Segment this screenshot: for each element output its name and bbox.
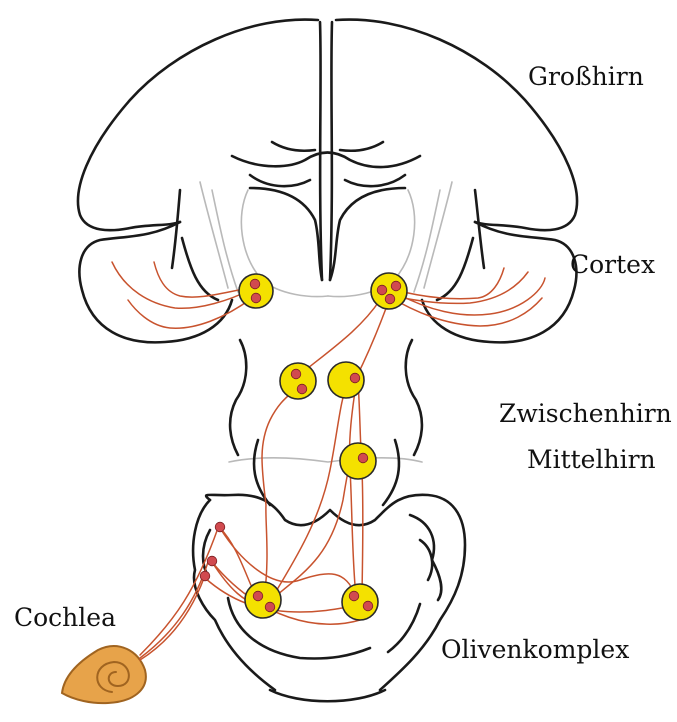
label-olivenkomplex: Olivenkomplex	[441, 637, 629, 662]
label-mittelhirn: Mittelhirn	[527, 447, 656, 472]
neuron-dot	[349, 591, 359, 601]
neuron-dot	[391, 281, 401, 291]
neuron-dot	[377, 285, 387, 295]
midbrain-outline	[230, 340, 422, 505]
nuclei	[239, 273, 407, 620]
nucleus-zwischenhirn-left	[280, 363, 316, 399]
neuron-dot	[385, 294, 395, 304]
label-zwischenhirn: Zwischenhirn	[499, 401, 672, 426]
neuron-dot	[358, 453, 368, 463]
neuron-dot	[200, 571, 210, 581]
nucleus-mittelhirn	[340, 443, 376, 479]
neuron-dot	[215, 522, 225, 532]
neuron-dot	[265, 602, 275, 612]
label-cortex: Cortex	[570, 252, 655, 277]
nucleus-olive-left	[245, 582, 281, 618]
neuron-dot	[363, 601, 373, 611]
neurons	[200, 279, 401, 612]
neuron-dot	[297, 384, 307, 394]
nucleus-olive-right	[342, 584, 378, 620]
neuron-dot	[253, 591, 263, 601]
neuron-dot	[291, 369, 301, 379]
auditory-fibers	[112, 262, 545, 660]
cerebrum-outline	[78, 20, 577, 280]
cochlea-shape	[62, 646, 146, 703]
neuron-dot	[250, 279, 260, 289]
label-grosshirn: Großhirn	[528, 64, 644, 89]
label-cochlea: Cochlea	[14, 605, 116, 630]
thalamus-grey-outline	[200, 182, 452, 462]
neuron-dot	[207, 556, 217, 566]
neuron-dot	[251, 293, 261, 303]
neuron-dot	[350, 373, 360, 383]
